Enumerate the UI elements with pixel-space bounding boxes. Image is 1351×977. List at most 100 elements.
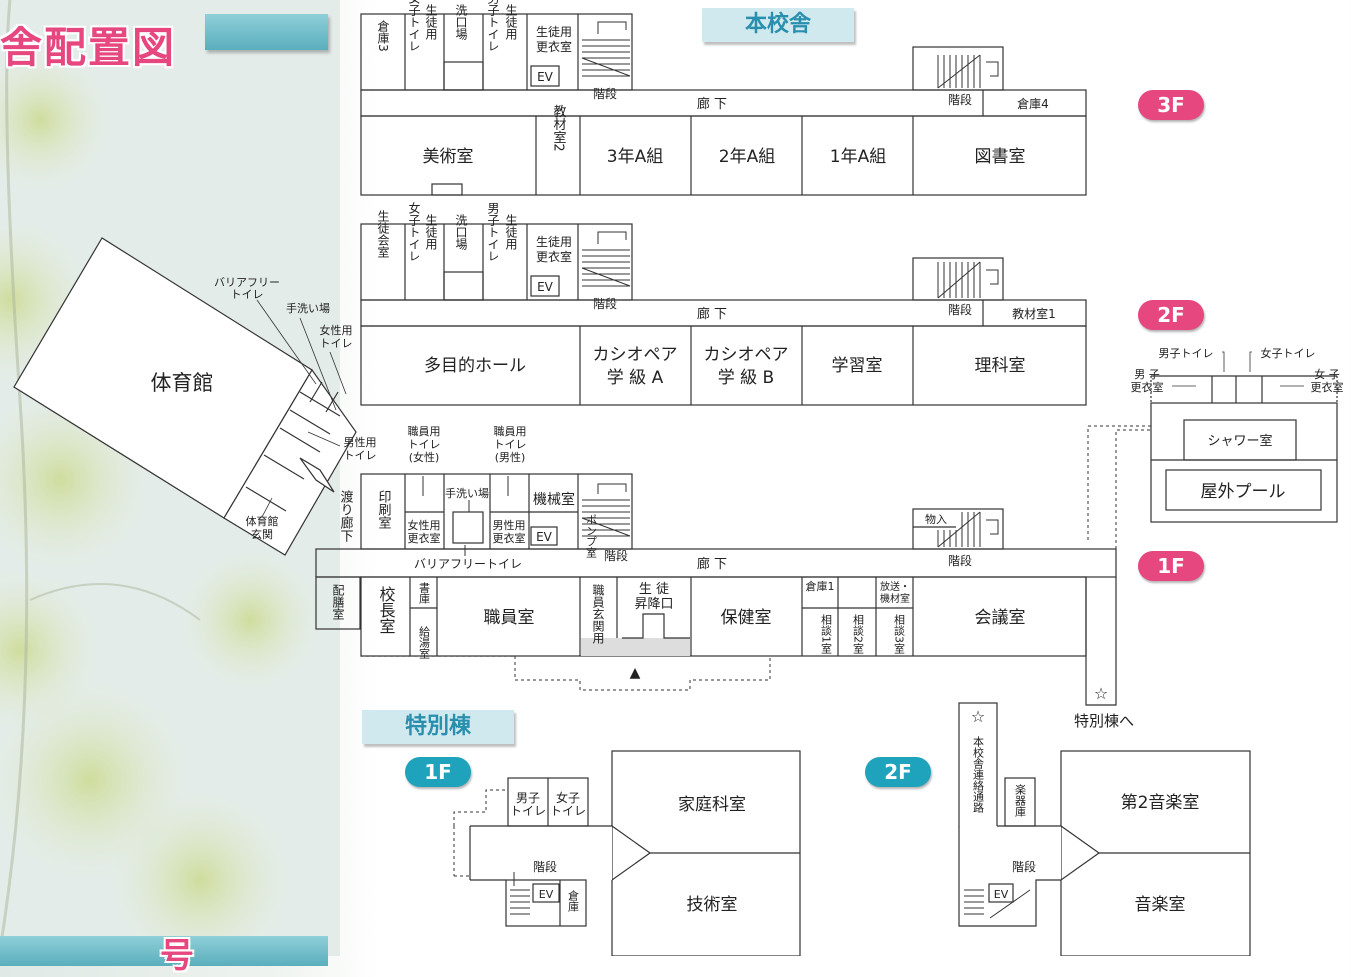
2f-materials1-label: 教材室1	[1012, 306, 1056, 321]
2f-student-council-label: 生徒会室	[376, 210, 390, 258]
gym-female-toilet-label-2: トイレ	[320, 337, 353, 350]
2f-changing-label-2: 更衣室	[536, 249, 572, 264]
star-marker-1f: ☆	[1094, 684, 1108, 703]
1f-nurse-label: 保健室	[721, 608, 772, 628]
3f-washroom-label: 洗口場	[454, 4, 468, 41]
1f-pantry-label: 配膳室	[331, 584, 345, 620]
3f-toilet-m-sub: 生徒用	[504, 4, 518, 41]
gym-male-toilet-label-2: トイレ	[344, 449, 377, 462]
1f-staff-toilet-f-2: トイレ	[408, 438, 441, 451]
gym-female-toilet-label-1: 女性用	[320, 323, 353, 337]
1f-broadcast-2: 機材室	[880, 592, 910, 605]
sp2-stairs-label: 階段	[1012, 859, 1036, 874]
3f-toilet-m-label: 男子トイレ	[486, 0, 500, 52]
2f-stairs-e-label: 階段	[948, 302, 972, 317]
1f-corridor-label: 廊 下	[697, 556, 727, 572]
pool-male-changing-1: 男 子	[1134, 368, 1160, 381]
3f-library-label: 図書室	[975, 147, 1026, 167]
2f-toilet-m-label: 男子トイレ	[486, 202, 500, 262]
sp2-ev-label: EV	[994, 888, 1009, 901]
1f-principal-label: 校長室	[377, 586, 396, 634]
1f-student-entrance-2: 昇降口	[634, 597, 673, 612]
sp1-storage-label: 倉庫	[567, 889, 580, 913]
2f-toilet-f-sub: 生徒用	[424, 214, 438, 251]
1f-meeting-label: 会議室	[975, 608, 1026, 628]
sp1-female-toilet-1: 女子	[556, 790, 580, 805]
2f-changing-label-1: 生徒用	[536, 235, 572, 249]
3f-toilet-f-sub: 生徒用	[424, 4, 438, 41]
1f-staff-toilet-f-1: 職員用	[408, 425, 441, 438]
3f-ev-label: EV	[537, 70, 554, 84]
1f-female-changing-2: 更衣室	[408, 531, 441, 545]
pool-shower-label: シャワー室	[1207, 433, 1272, 449]
sp2-connector-label: 本校舎連絡通路	[972, 735, 985, 814]
1f-consult1-label: 相談1室	[820, 614, 833, 654]
2f-hall-label: 多目的ホール	[424, 356, 526, 376]
2f-study-label: 学習室	[832, 356, 883, 376]
pool-male-changing-2: 更衣室	[1131, 380, 1164, 394]
1f-stairs-e-label: 階段	[948, 553, 972, 568]
3f-stairs-w-label: 階段	[593, 86, 617, 101]
gym-entrance-label-2: 玄関	[251, 527, 273, 541]
3f-class1a-label: 1年A組	[830, 147, 886, 167]
2f-stairs-w-label: 階段	[593, 296, 617, 311]
1f-staffroom-label: 職員室	[484, 608, 535, 628]
gym-male-toilet-label-1: 男性用	[344, 435, 377, 449]
pool-female-toilet-label: 女子トイレ	[1261, 346, 1316, 360]
sp1-female-toilet-2: トイレ	[550, 804, 586, 818]
1f-storage1-label: 倉庫1	[806, 579, 835, 593]
gym-barrierfree-label-2: トイレ	[231, 288, 264, 301]
sp2-music2-label: 第2音楽室	[1121, 793, 1200, 813]
3f-storage4-label: 倉庫4	[1017, 96, 1049, 111]
pool-male-toilet-label: 男子トイレ	[1159, 347, 1214, 360]
1f-print-label: 印刷室	[376, 490, 392, 529]
1f-female-changing-1: 女性用	[408, 518, 441, 532]
sp1-male-toilet-2: トイレ	[510, 804, 546, 818]
2f-science-label: 理科室	[975, 356, 1026, 376]
2f-ev-label: EV	[537, 280, 554, 294]
1f-pump-label: ポンプ室	[585, 514, 598, 558]
sp1-stairs-label: 階段	[533, 859, 557, 874]
sp1-ev-label: EV	[539, 888, 554, 901]
1f-barrierfree-label: バリアフリートイレ	[414, 557, 522, 571]
star-marker-2f: ☆	[971, 707, 985, 726]
3f-corridor-label: 廊 下	[697, 96, 727, 112]
pool-label: 屋外プール	[1201, 482, 1286, 502]
gym-handwash-label: 手洗い場	[286, 301, 330, 315]
1f-broadcast-1: 放送・	[880, 580, 910, 593]
1f-staff-toilet-m-1: 職員用	[494, 425, 527, 438]
1f-books-label: 書庫	[418, 581, 431, 605]
1f-student-entrance-1: 生 徒	[639, 582, 669, 597]
3f-toilet-f-label: 女子トイレ	[407, 0, 421, 52]
1f-consult3-label: 相談3室	[893, 614, 906, 654]
3f-art-label: 美術室	[423, 147, 474, 167]
2f-cassiopeia-a-label-1: カシオペア	[593, 345, 678, 365]
2f-cassiopeia-b-label-1: カシオペア	[704, 345, 789, 365]
1f-staff-entrance-label: 職員玄関用	[591, 584, 605, 645]
sp2-music-label: 音楽室	[1135, 895, 1186, 915]
3f-class2a-label: 2年A組	[719, 147, 775, 167]
1f-kettle-label: 給湯室	[418, 625, 431, 659]
2f-cassiopeia-b-label-2: 学 級 B	[718, 368, 774, 388]
3f-changing-label-1: 生徒用	[536, 25, 572, 39]
1f-handwash-label: 手洗い場	[445, 486, 489, 500]
sp1-tech-label: 技術室	[687, 895, 738, 915]
1f-machine-label: 機械室	[533, 491, 575, 508]
3f-storage3-label: 倉庫3	[376, 19, 390, 52]
3f-changing-label-2: 更衣室	[536, 39, 572, 54]
1f-storeroom-label: 物入	[925, 512, 947, 526]
room-labels: 倉庫3 女子トイレ 生徒用 洗口場 男子トイレ 生徒用 生徒用 更衣室 EV 階…	[0, 0, 1351, 956]
to-special-building-label: 特別棟へ	[1074, 712, 1134, 730]
gym-entrance-label-1: 体育館	[246, 514, 279, 528]
sp1-male-toilet-1: 男子	[516, 791, 540, 805]
pool-female-changing-1: 女 子	[1314, 367, 1340, 381]
2f-toilet-f-label: 女子トイレ	[407, 201, 421, 262]
1f-stairs-w-label: 階段	[604, 548, 628, 563]
3f-stairs-e-label: 階段	[948, 92, 972, 107]
pool-female-changing-2: 更衣室	[1311, 380, 1344, 394]
1f-staff-toilet-f-3: (女性)	[409, 450, 440, 464]
1f-staff-toilet-m-2: トイレ	[494, 438, 527, 451]
1f-male-changing-1: 男性用	[493, 518, 526, 532]
1f-walkway-label: 渡り廊下	[338, 489, 354, 542]
1f-staff-toilet-m-3: (男性)	[495, 450, 526, 464]
